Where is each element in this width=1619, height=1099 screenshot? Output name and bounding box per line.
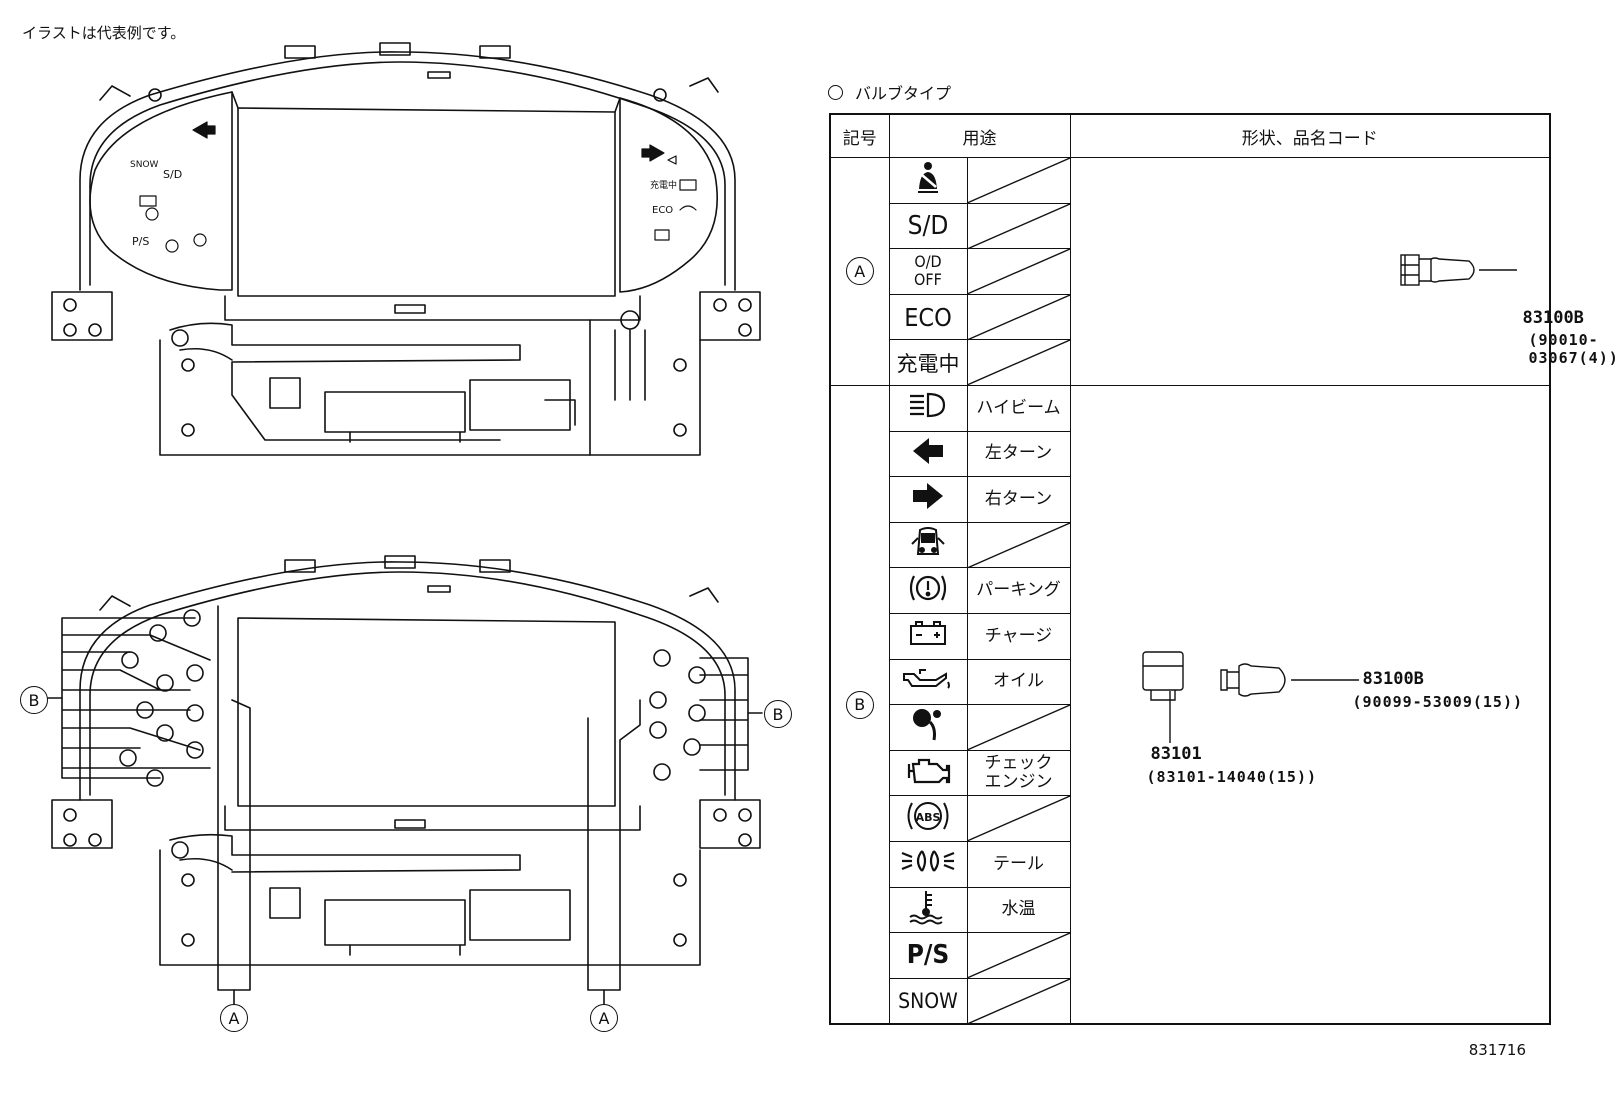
table-row: パーキング bbox=[830, 567, 1550, 614]
part-number: 831716 bbox=[1468, 1041, 1526, 1059]
use-cell bbox=[966, 339, 1071, 386]
use-cell bbox=[966, 704, 1071, 751]
door-open-icon bbox=[888, 521, 968, 569]
cluster-drawings bbox=[45, 42, 763, 1005]
table-header-row: 記号 用途 形状、品名コード bbox=[829, 113, 1551, 158]
group-a-part-cell: 83100B (90010-03067(4)) bbox=[1069, 157, 1618, 386]
group-b-bulb-code: 83100B bbox=[1362, 668, 1424, 689]
use-cell bbox=[966, 157, 1071, 204]
table-row: ECO bbox=[830, 293, 1550, 341]
table-row: 左ターン bbox=[830, 430, 1550, 478]
use-cell: テール bbox=[966, 840, 1071, 888]
bulb-wedge-a-icon bbox=[1399, 254, 1517, 286]
use-cell: チャージ bbox=[966, 612, 1071, 660]
high-beam-icon bbox=[888, 384, 968, 432]
table-row bbox=[830, 704, 1550, 751]
table-row: S/D bbox=[830, 202, 1550, 250]
abs-icon: ABS bbox=[888, 795, 968, 842]
parking-brake-icon bbox=[888, 567, 968, 614]
legend-title: バルブタイプ bbox=[828, 80, 951, 104]
group-a-bulb-part: (90010-03067(4)) bbox=[1528, 331, 1619, 367]
group-a-bulb-code: 83100B bbox=[1522, 308, 1584, 328]
legend-title-text: バルブタイプ bbox=[855, 84, 952, 103]
oil-icon bbox=[888, 658, 968, 706]
label-sd: S/D bbox=[163, 168, 183, 181]
group-a-symbol: A bbox=[829, 157, 890, 386]
cluster-top bbox=[51, 42, 761, 456]
icon-text-sd: S/D bbox=[888, 202, 968, 250]
use-cell bbox=[966, 293, 1071, 341]
table-row: チェック エンジン bbox=[830, 749, 1550, 797]
icon-text-charging: 充電中 bbox=[888, 339, 968, 386]
use-cell bbox=[966, 521, 1071, 569]
header-shape-code: 形状、品名コード bbox=[1069, 113, 1551, 158]
label-eco: ECO bbox=[652, 205, 674, 216]
bulb-socket-b-icon bbox=[1141, 651, 1359, 701]
svg-text:ABS: ABS bbox=[916, 811, 941, 824]
table-row: チャージ bbox=[830, 612, 1550, 660]
circle-icon bbox=[828, 84, 843, 100]
table-row: A 83100B (90010-03067(4)) bbox=[829, 157, 1618, 386]
airbag-icon bbox=[888, 704, 968, 751]
header-symbol: 記号 bbox=[829, 113, 890, 158]
left-turn-icon bbox=[888, 430, 968, 478]
icon-text-eco: ECO bbox=[888, 293, 968, 341]
check-engine-icon bbox=[888, 749, 968, 797]
callout-b-left: B bbox=[20, 686, 48, 714]
table-row bbox=[830, 521, 1550, 569]
use-cell bbox=[966, 932, 1071, 979]
table-row: B ハイビーム 83100B (90099-53009(15)) 83101 (… bbox=[829, 384, 1551, 1025]
use-cell: ハイビーム bbox=[966, 384, 1071, 432]
socket-leader-line bbox=[1168, 690, 1171, 743]
cluster-bottom bbox=[45, 555, 763, 1005]
table-row: 充電中 bbox=[830, 339, 1550, 386]
illustration-note: イラストは代表例です。 bbox=[22, 24, 186, 42]
use-cell: オイル bbox=[966, 658, 1071, 706]
group-b-part-cell: 83100B (90099-53009(15)) 83101 (83101-14… bbox=[1069, 384, 1551, 1025]
callout-a-right: A bbox=[590, 1004, 618, 1032]
use-cell: 右ターン bbox=[966, 476, 1071, 523]
table-row: SNOW bbox=[830, 977, 1550, 1025]
bulb-table: 記号 用途 形状、品名コード A 83100B (90010-03067(4))… bbox=[829, 113, 1618, 1026]
table-row: オイル bbox=[830, 658, 1550, 706]
tail-light-icon bbox=[888, 840, 968, 888]
label-charging: 充電中 bbox=[650, 181, 678, 191]
header-use: 用途 bbox=[888, 113, 1071, 158]
label-snow: SNOW bbox=[130, 160, 159, 170]
group-b-bulb-part: (90099-53009(15)) bbox=[1352, 692, 1524, 711]
use-cell: 左ターン bbox=[966, 430, 1071, 478]
right-turn-icon bbox=[888, 476, 968, 523]
group-b-socket-part: (83101-14040(15)) bbox=[1146, 767, 1318, 786]
icon-text-ps: P/S bbox=[888, 932, 968, 979]
table-row: テール bbox=[830, 840, 1550, 888]
table-row: 水温 bbox=[830, 886, 1550, 934]
table-row: ABS bbox=[830, 795, 1550, 842]
use-cell: パーキング bbox=[966, 567, 1071, 614]
callout-a-left: A bbox=[220, 1004, 248, 1032]
use-cell: チェック エンジン bbox=[966, 749, 1071, 797]
use-cell bbox=[966, 202, 1071, 250]
table-row: 右ターン bbox=[830, 476, 1550, 523]
use-cell bbox=[966, 795, 1071, 842]
use-cell: 水温 bbox=[966, 886, 1071, 934]
use-cell bbox=[966, 248, 1071, 295]
battery-icon bbox=[888, 612, 968, 660]
water-temp-icon bbox=[888, 886, 968, 934]
seatbelt-icon bbox=[888, 157, 968, 204]
use-cell bbox=[966, 977, 1071, 1025]
callout-b-right: B bbox=[764, 700, 792, 728]
group-b-symbol: B bbox=[829, 384, 890, 1025]
group-b-socket-code: 83101 bbox=[1150, 743, 1202, 764]
icon-text-snow: SNOW bbox=[888, 977, 968, 1025]
label-ps: P/S bbox=[132, 235, 150, 248]
cluster-top-indicators bbox=[139, 121, 697, 253]
